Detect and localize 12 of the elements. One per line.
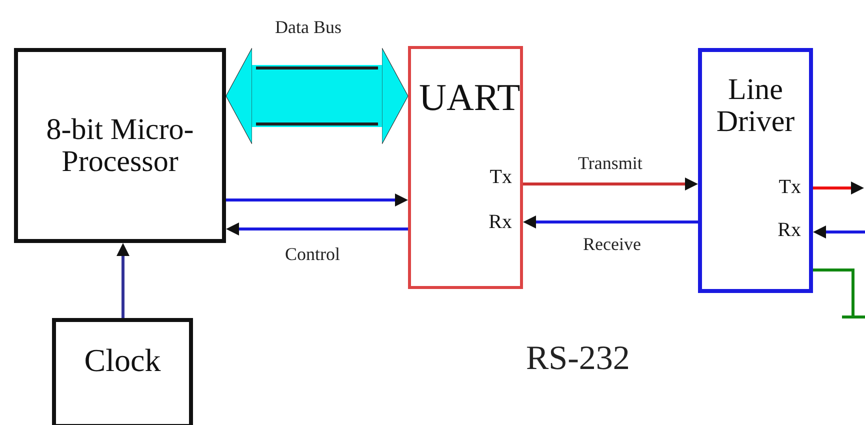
node-title: Clock [83,344,162,378]
port-label: Rx [778,220,801,241]
node-title: UART [419,79,520,119]
port-label: Tx [778,177,801,198]
port-label: Tx [490,167,512,188]
uart-box [408,46,523,289]
line-driver-box [698,48,813,293]
processor-box [14,48,226,243]
port-label: Rx [488,212,512,233]
clock-box [52,318,193,425]
node-title: 8-bit Micro-Processor [45,114,195,177]
node-title: Line Driver [715,74,796,137]
